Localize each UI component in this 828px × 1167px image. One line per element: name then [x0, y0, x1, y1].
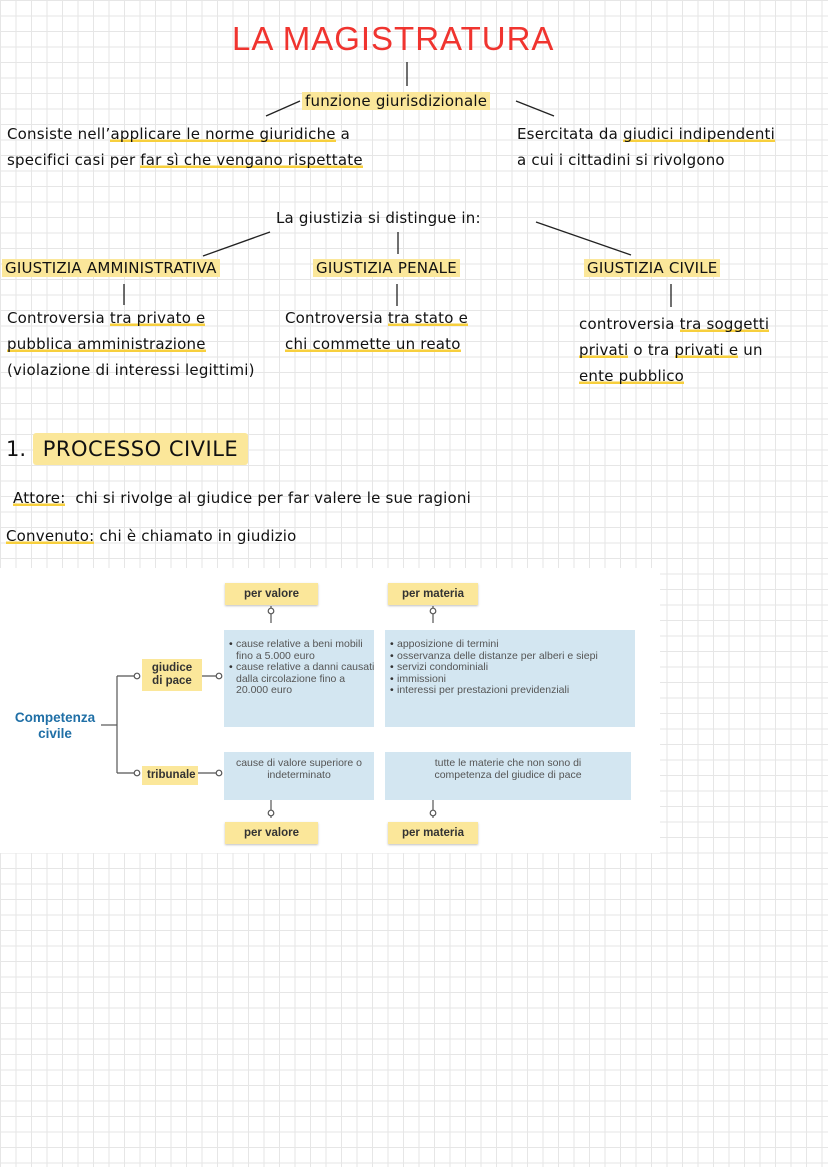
node-giudice-di-pace: giudice di pace — [142, 659, 202, 691]
tag-per-valore-top: per valore — [225, 583, 318, 605]
list-item: interessi per prestazioni previdenziali — [390, 684, 635, 697]
justice-intro: La giustizia si distingue in: — [276, 209, 481, 227]
heading-civil-justice: GIUSTIZIA CIVILE — [584, 255, 721, 281]
box-tribunale-materia: tutte le materie che non sono di compete… — [385, 752, 631, 800]
heading-penal-justice: GIUSTIZIA PENALE — [313, 255, 460, 281]
scheme-connectors — [101, 606, 437, 818]
list-item: cause relative a danni causati dalla cir… — [229, 661, 376, 697]
list-item: cause relative a beni mobili fino a 5.00… — [229, 638, 376, 662]
convenuto-definition: Convenuto: chi è chiamato in giudizio — [6, 527, 297, 545]
civil-competence-scheme: per valore per materia cause relative a … — [0, 568, 660, 853]
box-pace-materia: apposizione di termini osservanza delle … — [385, 630, 635, 727]
box-pace-valore: cause relative a beni mobili fino a 5.00… — [224, 630, 374, 727]
tag-per-materia-bottom: per materia — [388, 822, 478, 844]
page-title: LA MAGISTRATURA — [232, 20, 555, 57]
section-heading-civil-process: 1. PROCESSO CIVILE — [6, 432, 249, 466]
scheme-root-competenza-civile: Competenza civile — [14, 710, 96, 741]
heading-administrative-justice: GIUSTIZIA AMMINISTRATIVA — [2, 255, 220, 281]
tag-per-valore-bottom: per valore — [225, 822, 318, 844]
tag-per-materia-top: per materia — [388, 583, 478, 605]
function-definition: Consiste nell’applicare le norme giuridi… — [7, 125, 363, 169]
box-tribunale-valore: cause di valore superiore o indeterminat… — [224, 752, 374, 800]
function-exercised-by: Esercitata da giudici indipendenti a cui… — [517, 125, 775, 169]
penal-description: Controversia tra stato e chi commette un… — [285, 309, 469, 353]
administrative-description: Controversia tra privato e pubblica ammi… — [7, 309, 255, 379]
node-tribunale: tribunale — [142, 766, 198, 785]
list-item: servizi condominiali — [390, 661, 635, 674]
function-label: funzione giurisdizionale — [302, 88, 491, 114]
list-item: apposizione di termini — [390, 638, 635, 651]
civil-description: controversia tra soggetti privati o tra … — [579, 315, 770, 385]
list-item: immissioni — [390, 673, 635, 686]
list-item: osservanza delle distanze per alberi e s… — [390, 650, 635, 663]
attore-definition: Attore: chi si rivolge al giudice per fa… — [13, 489, 471, 507]
